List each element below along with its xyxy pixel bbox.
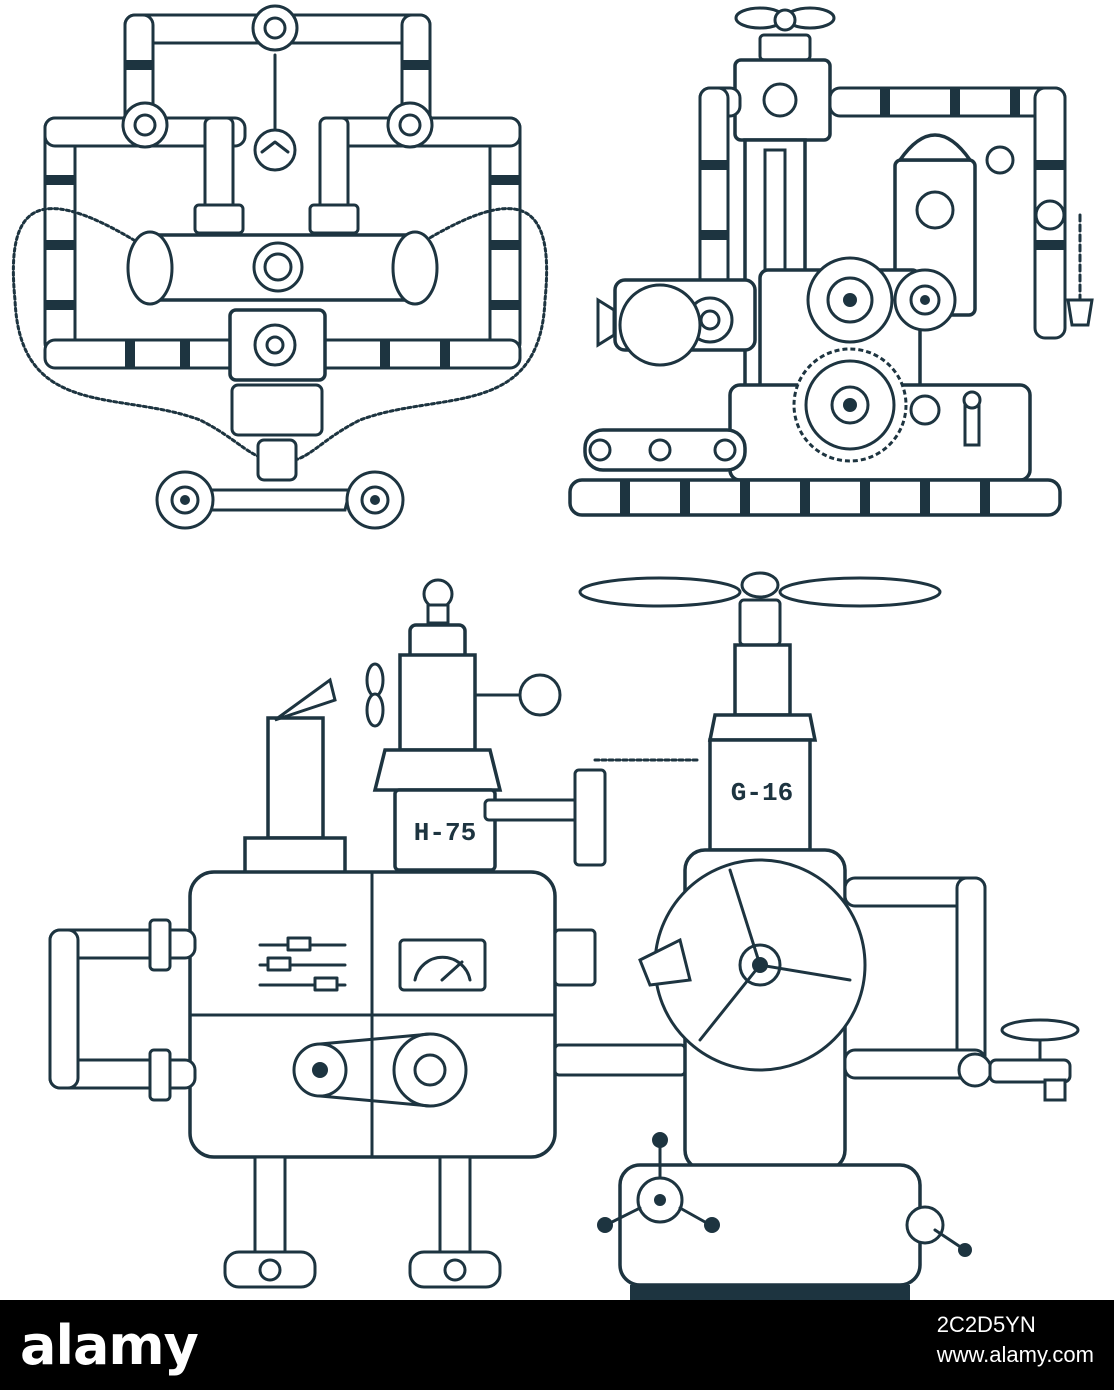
g16-label: G-16 — [731, 778, 793, 808]
image-id-box: 2C2D5YN www.alamy.com — [937, 1308, 1094, 1368]
steampunk-machines-illustration: H-75 — [11, 4, 1094, 1300]
machine-gear-tower — [568, 6, 1094, 517]
h75-label: H-75 — [414, 818, 476, 848]
machine-pipe-frame — [11, 4, 549, 530]
machine-h75: H-75 — [48, 578, 702, 1289]
image-id: 2C2D5YN — [936, 1312, 1036, 1337]
machine-g16: G-16 — [578, 571, 1080, 1300]
brand-logo: alamy — [20, 1314, 199, 1377]
stock-watermark-banner: alamy 2C2D5YN www.alamy.com — [0, 1300, 1114, 1390]
brand-url: www.alamy.com — [936, 1342, 1094, 1367]
